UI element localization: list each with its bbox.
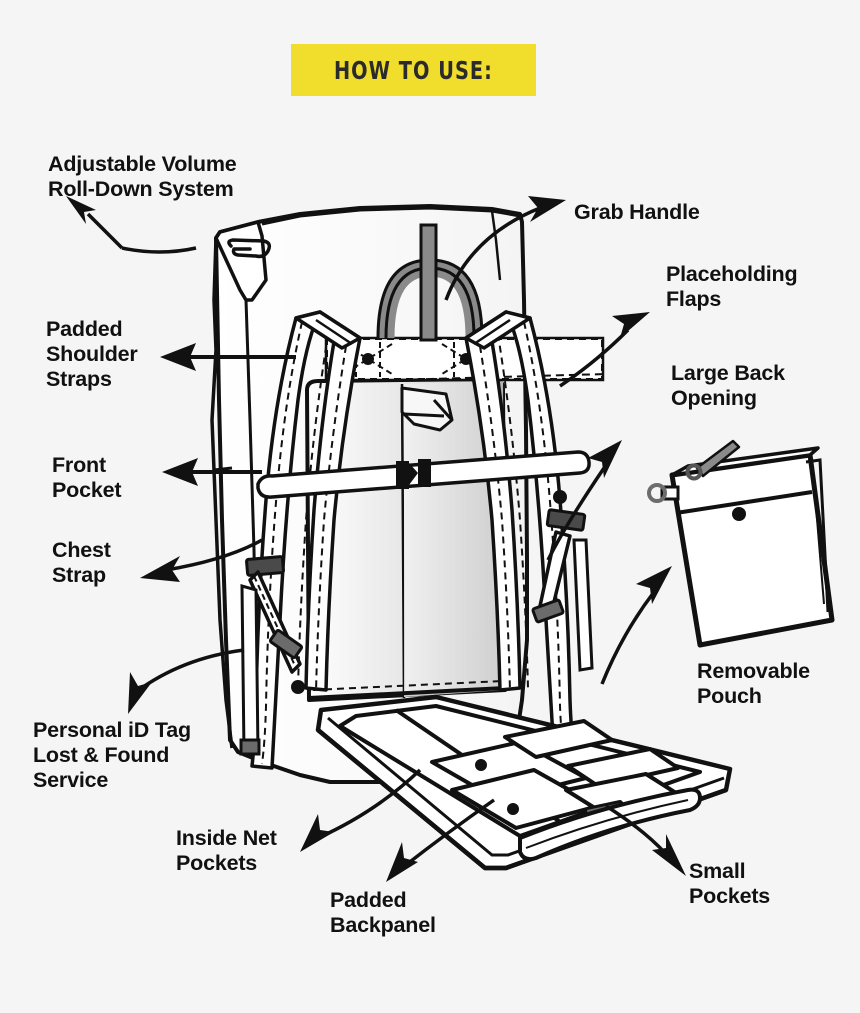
callout-personal-id-tag: Personal iD Tag Lost & Found Service [33, 718, 191, 792]
flap-snap-left [362, 353, 374, 365]
padded-backpanel [315, 694, 733, 871]
front-pocket [213, 466, 233, 472]
placeholding-flaps [321, 336, 607, 383]
strap-snap-right [553, 490, 567, 504]
left-strap-adjuster [245, 555, 285, 577]
callout-chest-strap: Chest Strap [52, 538, 111, 587]
how-to-use-banner: HOW TO USE: [291, 44, 536, 96]
chest-strap-buckle [396, 459, 431, 489]
callout-adjustable-volume: Adjustable Volume Roll-Down System [48, 152, 237, 201]
callout-small-pockets: Small Pockets [689, 859, 771, 908]
removable-pouch [647, 439, 835, 648]
callout-inside-net-pockets: Inside Net Pockets [176, 826, 277, 875]
left-webbing-clip [268, 628, 304, 660]
right-webbing-clip [531, 598, 565, 624]
small-pockets [503, 719, 680, 823]
roll-top-buckle [227, 238, 272, 259]
zipper-pull [685, 439, 741, 481]
callout-padded-backpanel: Padded Backpanel [330, 888, 436, 937]
strap-snap-left [291, 680, 305, 694]
grab-handle [376, 223, 484, 342]
callout-removable-pouch: Removable Pouch [697, 659, 810, 708]
callout-large-back-opening: Large Back Opening [671, 361, 785, 410]
pouch-d-ring [647, 483, 680, 503]
callout-grab-handle: Grab Handle [574, 200, 700, 224]
padded-shoulder-straps [239, 310, 594, 770]
callout-padded-shoulder-straps: Padded Shoulder Straps [46, 317, 138, 391]
pouch-snap [732, 507, 746, 521]
callout-placeholding-flaps: Placeholding Flaps [666, 262, 798, 311]
callout-front-pocket: Front Pocket [52, 453, 122, 502]
callout-arrows [66, 196, 686, 882]
chest-strap [256, 450, 591, 499]
banner-title: HOW TO USE: [333, 55, 494, 85]
